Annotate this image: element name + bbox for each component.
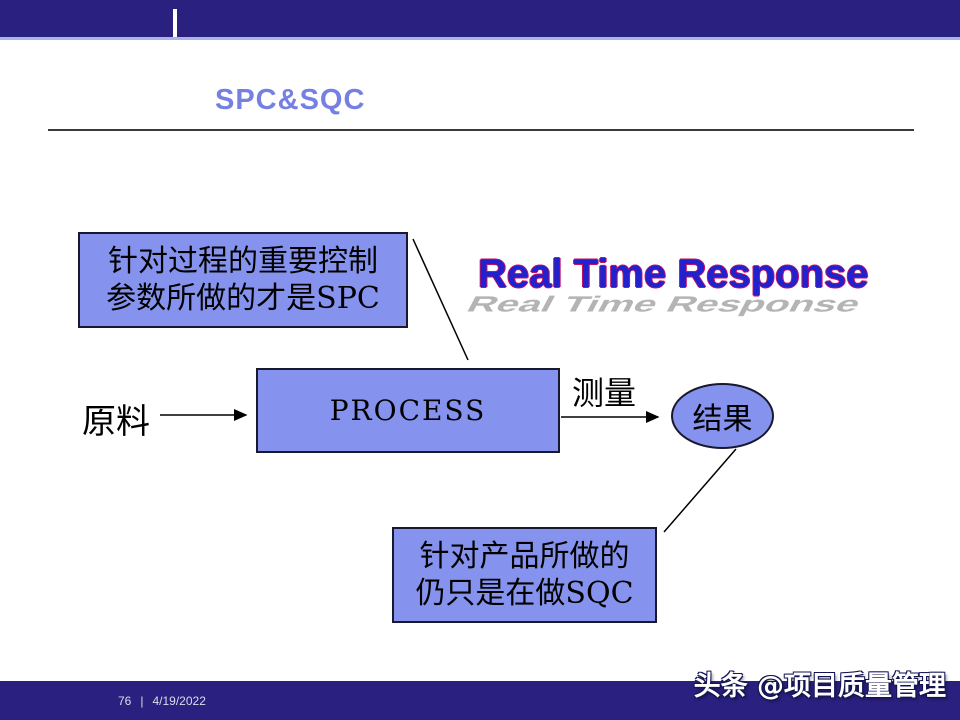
spc-note-line2: 参数所做的才是SPC — [106, 281, 380, 316]
wordart-text: Real Time Response — [478, 252, 869, 296]
spc-callout-line — [412, 238, 469, 361]
wordart: Real Time Response Real Time Response — [462, 252, 898, 332]
sqc-callout-line — [663, 448, 737, 533]
process-label: PROCESS — [329, 394, 487, 427]
sqc-note-line1: 针对产品所做的 — [419, 538, 630, 574]
footer-date: 4/19/2022 — [152, 693, 206, 708]
sqc-note-line2: 仍只是在做SQC — [415, 576, 634, 611]
page-number: 76 — [118, 693, 132, 708]
page-title: SPC&SQC — [215, 84, 366, 116]
input-label: 原料 — [82, 402, 150, 442]
title-underline — [48, 129, 914, 131]
header-tick-mark — [173, 9, 177, 37]
spc-note-box: 针对过程的重要控制 参数所做的才是SPC — [78, 232, 408, 328]
watermark: 头条 @项目质量管理 — [693, 671, 946, 702]
result-label: 结果 — [692, 402, 753, 437]
sqc-note-box: 针对产品所做的 仍只是在做SQC — [392, 527, 657, 623]
result-ellipse: 结果 — [671, 383, 774, 449]
measure-label: 测量 — [572, 374, 637, 412]
footer-bar: 76 | 4/19/2022 — [0, 681, 960, 720]
spc-note-line1: 针对过程的重要控制 — [108, 243, 378, 279]
process-box: PROCESS — [256, 368, 560, 453]
header-bar — [0, 0, 960, 40]
footer-separator: | — [140, 693, 144, 708]
